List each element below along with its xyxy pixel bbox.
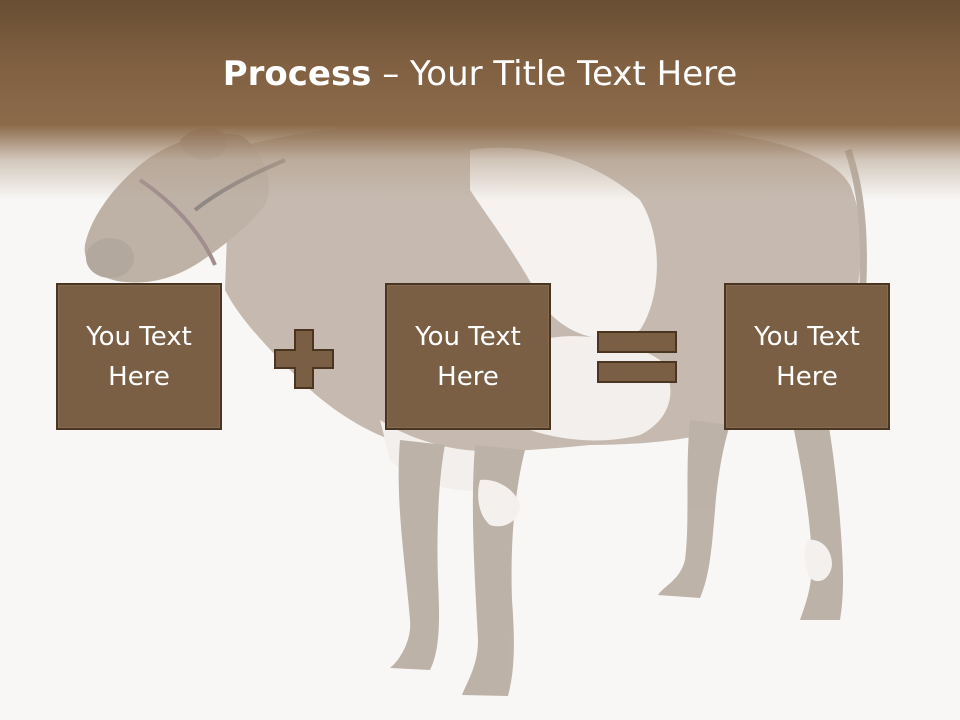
header-band xyxy=(0,0,960,200)
text-box-2-line2: Here xyxy=(437,361,499,392)
slide-title[interactable]: Process – Your Title Text Here xyxy=(0,52,960,96)
text-box-3[interactable]: You Text Here xyxy=(724,283,890,430)
equals-icon xyxy=(597,331,677,383)
title-bold: Process xyxy=(222,54,372,94)
text-box-2-line1: You Text xyxy=(415,321,521,352)
text-box-2[interactable]: You Text Here xyxy=(385,283,551,430)
text-box-2-content: You Text Here xyxy=(415,317,521,397)
text-box-1-line2: Here xyxy=(108,361,170,392)
text-box-1[interactable]: You Text Here xyxy=(56,283,222,430)
text-box-1-line1: You Text xyxy=(86,321,192,352)
plus-icon xyxy=(274,329,334,389)
text-box-3-content: You Text Here xyxy=(754,317,860,397)
text-box-3-line2: Here xyxy=(776,361,838,392)
title-rest: – Your Title Text Here xyxy=(371,54,738,94)
text-box-1-content: You Text Here xyxy=(86,317,192,397)
text-box-3-line1: You Text xyxy=(754,321,860,352)
